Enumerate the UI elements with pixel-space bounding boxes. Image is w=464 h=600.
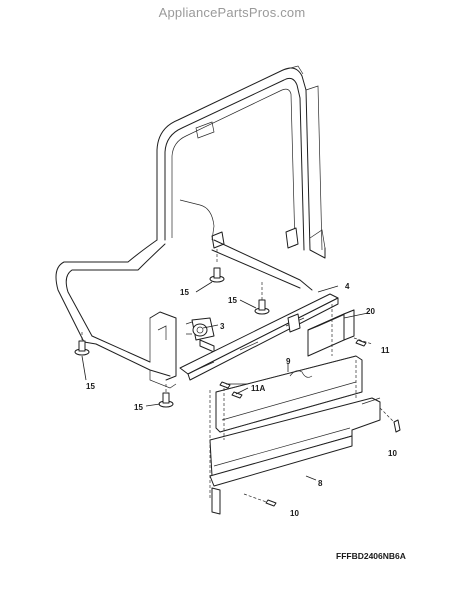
screw-10-right[interactable] — [393, 419, 401, 433]
leveling-leg-rear[interactable] — [209, 248, 225, 283]
model-code: FFFBD2406NB6A — [336, 551, 406, 561]
front-rail-part[interactable] — [179, 293, 339, 381]
kick-panel-upper[interactable] — [215, 355, 363, 433]
label-11a: 11A — [251, 384, 265, 393]
label-8: 8 — [318, 479, 323, 488]
label-15-rear: 15 — [180, 288, 189, 297]
assembly-guides — [209, 304, 395, 505]
water-valve-part[interactable] — [185, 317, 215, 353]
label-3: 3 — [220, 322, 225, 331]
leveling-leg-front[interactable] — [158, 382, 174, 408]
access-panel[interactable] — [209, 397, 381, 515]
screw-11a-left[interactable] — [219, 381, 231, 389]
label-10-bottom: 10 — [290, 509, 299, 518]
label-4: 4 — [345, 282, 350, 291]
leader-lines — [81, 281, 369, 481]
tub-frame — [55, 65, 326, 389]
screw-11[interactable] — [355, 339, 367, 347]
part-labels: 15 15 15 15 3 4 20 11 9 11A 10 8 10 — [86, 282, 397, 518]
label-20: 20 — [366, 307, 375, 316]
leveling-leg-right[interactable] — [254, 282, 270, 315]
label-15-right: 15 — [228, 296, 237, 305]
label-10-right: 10 — [388, 449, 397, 458]
label-9: 9 — [286, 357, 291, 366]
label-15-left: 15 — [86, 382, 95, 391]
screw-10-bottom[interactable] — [265, 499, 277, 507]
label-11: 11 — [381, 346, 390, 355]
bracket-part[interactable] — [307, 309, 355, 357]
site-watermark: AppliancePartsPros.com — [158, 5, 306, 20]
label-15-front: 15 — [134, 403, 143, 412]
leveling-leg-left[interactable] — [74, 330, 90, 356]
screw-11a-right[interactable] — [231, 391, 243, 399]
